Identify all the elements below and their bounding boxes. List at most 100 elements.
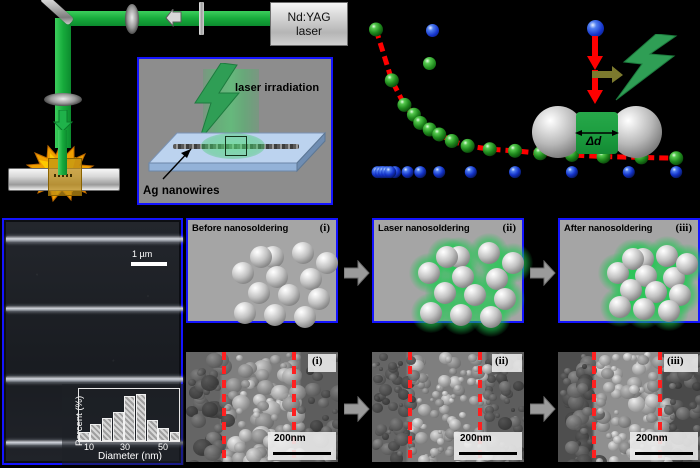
nanoparticle — [464, 284, 486, 306]
tem-scale-bar-3 — [635, 452, 693, 455]
panel-sem-nanowires: 1 µm Percent (%) 10 30 50 Diameter (nm) — [2, 218, 184, 465]
nanoparticle — [420, 302, 442, 324]
tem-scale-box-1: 200nm — [268, 432, 336, 460]
tem-panel-2: (ii) 200nm — [372, 352, 524, 462]
lightning-bolt-icon-2 — [615, 34, 678, 101]
chart-point-blue — [414, 166, 427, 179]
tem-dash-left-3 — [592, 352, 596, 462]
histogram-bar — [79, 431, 90, 441]
histogram-xtick-2: 50 — [158, 442, 169, 452]
chart-point-green — [369, 22, 383, 37]
chart-point-blue — [464, 166, 477, 179]
chart-point-blue — [401, 166, 414, 179]
laser-source-box: Nd:YAG laser — [270, 2, 348, 46]
schematic-row: Before nanosoldering (i) Laser nanosolde… — [186, 218, 700, 337]
laser-source-label-1: Nd:YAG — [287, 10, 331, 24]
nanoparticle — [478, 242, 500, 264]
nanoparticle — [232, 262, 254, 284]
histogram-bar — [135, 394, 147, 441]
nanoparticle — [436, 246, 458, 268]
red-arrow-upper-icon — [587, 36, 603, 70]
chart-point-blue — [433, 166, 446, 179]
nanoparticle — [292, 242, 314, 264]
schematic-title-after: After nanosoldering — [564, 223, 653, 234]
chart-point-green — [432, 127, 447, 142]
panel-laser-setup: Nd:YAG laser laser irradiation — [0, 0, 350, 212]
nanoparticle — [494, 288, 516, 310]
nanoparticle — [294, 306, 316, 328]
schematic-panel-laser: Laser nanosoldering (ii) — [372, 218, 533, 337]
nanoparticle — [234, 302, 256, 324]
chart-point-green — [460, 138, 475, 153]
chart-point-green — [669, 151, 684, 166]
inset-roi-box — [225, 136, 247, 156]
histogram-xtick-0: 10 — [84, 442, 95, 452]
tem-scale-box-2: 200nm — [454, 432, 522, 460]
nanoparticle — [633, 297, 656, 320]
chart-point-green — [444, 134, 459, 148]
nanoparticle — [278, 284, 300, 306]
tem-tag-2: (ii) — [495, 355, 509, 367]
nanoparticle — [606, 261, 629, 284]
inset-laser-irradiation: laser irradiation Ag nanowires — [137, 57, 333, 205]
chart-plot-area — [369, 22, 684, 179]
chart-point-blue — [565, 166, 578, 179]
lens-collimating — [125, 4, 139, 34]
nanoparticle-right — [610, 106, 662, 158]
nanoparticle — [480, 306, 502, 328]
tem-panel-3: (iii) 200nm — [558, 352, 700, 462]
chart-point-blue — [670, 166, 683, 179]
nanoparticle — [250, 246, 272, 268]
inset-nanowire-label: Ag nanowires — [143, 185, 220, 197]
lens-focusing — [44, 93, 82, 106]
gap-dimension-arrow-icon — [575, 130, 619, 136]
histogram-bar — [124, 396, 136, 441]
nanoparticle-cluster-laser — [390, 232, 533, 337]
tem-scale-bar-2 — [459, 452, 517, 455]
tem-tag-box-2: (ii) — [492, 354, 522, 372]
schematic-panel-before: Before nanosoldering (i) — [186, 218, 338, 328]
schematic-title-before: Before nanosoldering — [192, 223, 289, 234]
tem-dash-right-2 — [478, 352, 482, 462]
histogram-bar — [169, 431, 181, 441]
laser-source-label-2: laser — [295, 24, 322, 38]
nanoparticle — [266, 266, 288, 288]
tem-scale-bar-1 — [273, 452, 331, 455]
tem-tag-box-1: (i) — [308, 354, 336, 372]
nanoparticle — [418, 262, 440, 284]
tem-dash-right-1 — [292, 352, 296, 462]
nanoparticle — [656, 244, 679, 267]
tem-tag-1: (i) — [312, 355, 323, 367]
gap-sketch: Δd — [520, 14, 700, 174]
nanoparticle — [434, 282, 456, 304]
sem-nanowire-3 — [6, 376, 183, 383]
sem-nanowire-2 — [6, 306, 183, 312]
tem-scale-label-2: 200nm — [460, 433, 492, 444]
process-arrow-1-icon — [344, 260, 370, 286]
tem-tag-3: (iii) — [667, 355, 684, 367]
nanoparticle — [644, 280, 667, 303]
nanoparticle — [452, 266, 474, 288]
histogram-bar — [147, 419, 158, 441]
schematic-tag-after: (iii) — [675, 222, 693, 234]
schematic-tag-laser: (ii) — [502, 222, 516, 234]
chart-point-green — [384, 73, 399, 88]
tem-arrow-1-icon — [344, 396, 370, 422]
sample-nanowires — [54, 174, 74, 177]
tem-dash-left-1 — [222, 352, 226, 462]
panel-chart: Δd — [352, 0, 700, 212]
schematic-panel-after: After nanosoldering (iii) — [558, 218, 700, 331]
inset-beam-spot — [201, 133, 265, 159]
tem-dash-right-3 — [658, 352, 662, 462]
nanoparticle — [300, 268, 322, 290]
tem-scale-box-3: 200nm — [630, 432, 698, 460]
nanoparticle — [620, 279, 643, 301]
chart-point-green — [397, 97, 412, 112]
legend-marker-green — [423, 57, 436, 70]
tem-panel-1: (i) 200nm — [186, 352, 338, 462]
histogram-bar — [101, 417, 113, 441]
red-arrow-lower-icon — [587, 70, 603, 104]
nanoparticle — [675, 253, 698, 276]
histogram-xtick-1: 30 — [120, 442, 131, 452]
sem-histogram-inset: Percent (%) 10 30 50 Diameter (nm) — [62, 384, 184, 465]
